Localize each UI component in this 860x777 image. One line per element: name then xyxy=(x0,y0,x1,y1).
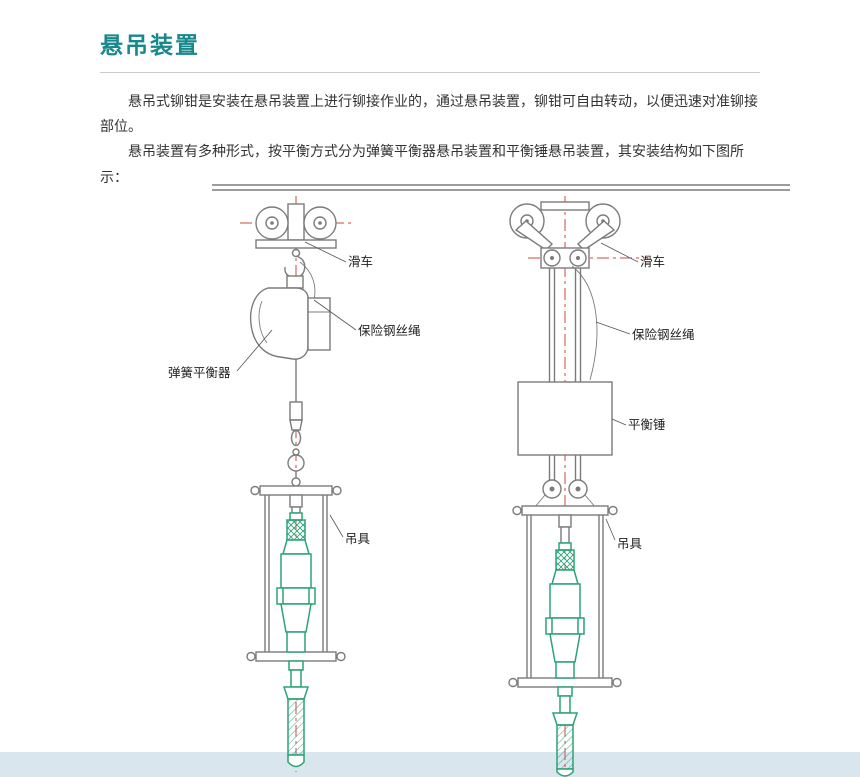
paragraph-2: 悬吊装置有多种形式，按平衡方式分为弹簧平衡器悬吊装置和平衡锤悬吊装置，其安装结构… xyxy=(100,143,744,185)
safety-rope-left xyxy=(299,261,316,301)
counterweight-box xyxy=(517,381,613,456)
trolley-left xyxy=(255,203,337,278)
footer-band xyxy=(0,752,860,777)
suspension-rods xyxy=(548,268,582,480)
title-divider xyxy=(100,72,760,73)
label-leaders xyxy=(236,241,639,541)
overhead-rail xyxy=(212,184,790,191)
hanger-frame-right xyxy=(508,505,622,688)
spring-balancer xyxy=(249,275,331,360)
label-safety-rope-right: 保险钢丝绳 xyxy=(632,328,695,342)
label-hanger-left: 吊具 xyxy=(345,532,371,546)
hanger-frame-left xyxy=(246,477,346,662)
label-trolley-right: 滑车 xyxy=(640,255,666,269)
label-spring-balancer: 弹簧平衡器 xyxy=(168,366,231,380)
page-title: 悬吊装置 xyxy=(100,32,200,58)
label-hanger-right: 吊具 xyxy=(617,537,643,551)
label-safety-rope-left: 保险钢丝绳 xyxy=(358,324,421,338)
riveter-left xyxy=(276,512,316,768)
wire-and-swivel-left xyxy=(287,359,305,486)
label-counterweight: 平衡锤 xyxy=(628,418,666,432)
trolley-right xyxy=(509,201,621,269)
safety-rope-right xyxy=(571,265,598,381)
label-trolley-left: 滑车 xyxy=(348,255,374,269)
riveter-right xyxy=(545,542,585,777)
paragraph-1: 悬吊式铆钳是安装在悬吊装置上进行铆接作业的，通过悬吊装置，铆钳可自由转动，以便迅… xyxy=(100,93,758,135)
content-area: 悬吊装置 悬吊式铆钳是安装在悬吊装置上进行铆接作业的，通过悬吊装置，铆钳可自由转… xyxy=(100,0,760,190)
